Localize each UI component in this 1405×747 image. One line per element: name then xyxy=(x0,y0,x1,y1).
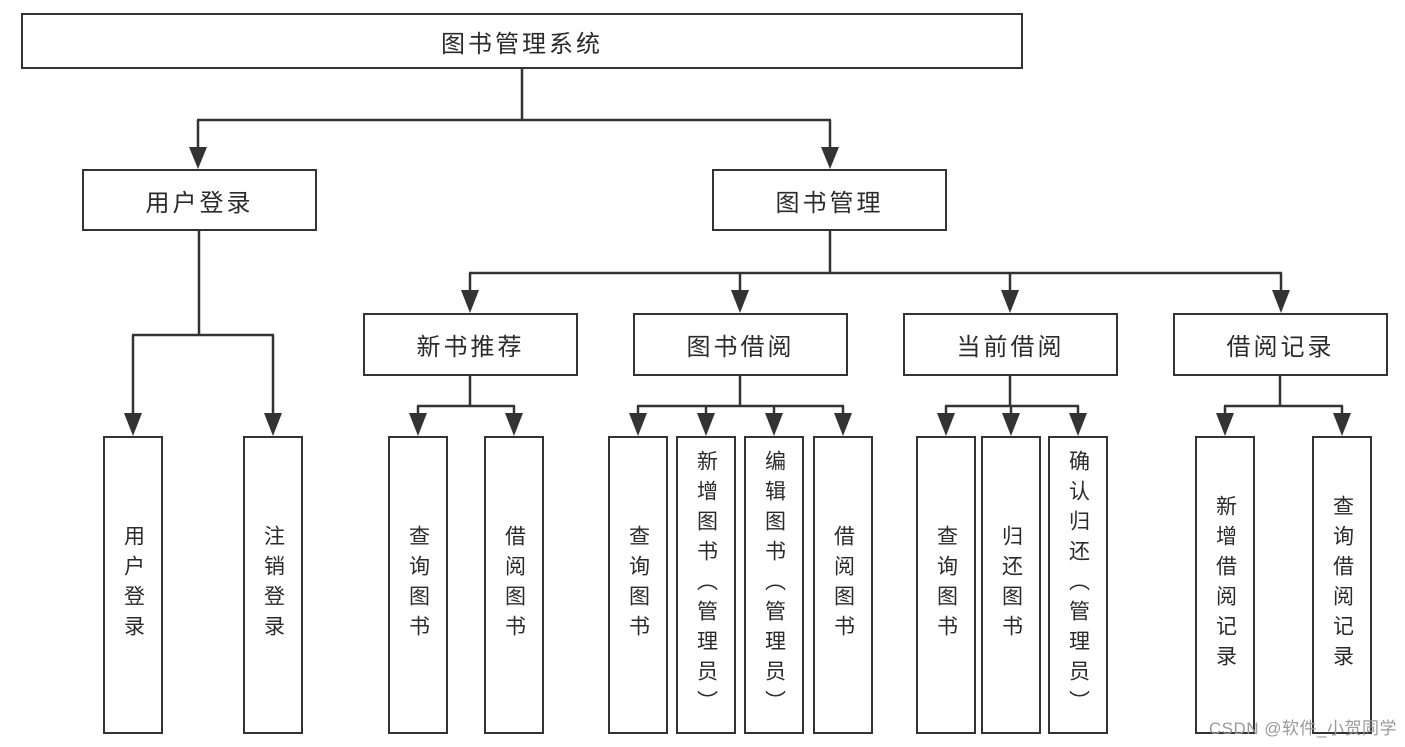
connector-book-management-to-level3 xyxy=(461,231,1290,313)
leaf-return-book-label: 归还图书 xyxy=(999,525,1023,645)
node-current-borrow: 当前借阅 xyxy=(903,313,1118,376)
node-borrow-records-label: 借阅记录 xyxy=(1226,334,1335,361)
node-current-borrow-label: 当前借阅 xyxy=(956,334,1065,361)
connector-current-borrow-to-leaves xyxy=(937,376,1087,436)
leaf-query-books-recommend: 查询图书 xyxy=(388,436,448,734)
leaf-user-login-label: 用户登录 xyxy=(121,525,145,645)
connector-borrow-records-to-leaves xyxy=(1216,376,1351,436)
leaf-query-books-current: 查询图书 xyxy=(916,436,976,734)
leaf-borrow-books: 借阅图书 xyxy=(813,436,873,734)
node-borrow-records: 借阅记录 xyxy=(1173,313,1388,376)
leaf-add-borrow-record-label: 新增借阅记录 xyxy=(1213,495,1237,675)
leaf-query-books-recommend-label: 查询图书 xyxy=(406,525,430,645)
leaf-borrow-books-recommend: 借阅图书 xyxy=(484,436,544,734)
node-user-login-label: 用户登录 xyxy=(145,189,254,217)
leaf-confirm-return-admin: 确认归还（管理员） xyxy=(1048,436,1108,734)
connector-book-borrow-to-leaves xyxy=(629,376,852,436)
leaf-return-book: 归还图书 xyxy=(981,436,1041,734)
leaf-query-books-borrow: 查询图书 xyxy=(608,436,668,734)
node-book-management: 图书管理 xyxy=(712,169,947,231)
connector-root-to-level2 xyxy=(189,69,839,169)
connector-new-book-recommend-to-leaves xyxy=(409,376,523,436)
node-root-system-label: 图书管理系统 xyxy=(441,30,603,58)
leaf-logout: 注销登录 xyxy=(243,436,303,734)
node-root-system: 图书管理系统 xyxy=(21,13,1023,69)
leaf-logout-label: 注销登录 xyxy=(261,525,285,645)
leaf-query-books-borrow-label: 查询图书 xyxy=(626,525,650,645)
leaf-add-book-admin: 新增图书（管理员） xyxy=(676,436,736,734)
leaf-add-book-admin-label: 新增图书（管理员） xyxy=(694,450,718,720)
leaf-confirm-return-admin-label: 确认归还（管理员） xyxy=(1066,450,1090,720)
leaf-edit-book-admin: 编辑图书（管理员） xyxy=(744,436,804,734)
leaf-query-borrow-record-label: 查询借阅记录 xyxy=(1330,495,1354,675)
node-book-management-label: 图书管理 xyxy=(775,189,884,217)
node-book-borrow-label: 图书借阅 xyxy=(686,334,795,361)
leaf-query-borrow-record: 查询借阅记录 xyxy=(1312,436,1372,734)
connector-user-login-to-leaves xyxy=(124,231,282,436)
node-new-book-recommend: 新书推荐 xyxy=(363,313,578,376)
node-book-borrow: 图书借阅 xyxy=(633,313,848,376)
leaf-edit-book-admin-label: 编辑图书（管理员） xyxy=(762,450,786,720)
leaf-user-login: 用户登录 xyxy=(103,436,163,734)
leaf-borrow-books-recommend-label: 借阅图书 xyxy=(502,525,526,645)
leaf-add-borrow-record: 新增借阅记录 xyxy=(1195,436,1255,734)
csdn-watermark: CSDN @软件_小贺同学 xyxy=(1208,719,1397,738)
leaf-query-books-current-label: 查询图书 xyxy=(934,525,958,645)
leaf-borrow-books-label: 借阅图书 xyxy=(831,525,855,645)
node-new-book-recommend-label: 新书推荐 xyxy=(416,334,525,361)
node-user-login: 用户登录 xyxy=(82,169,317,231)
